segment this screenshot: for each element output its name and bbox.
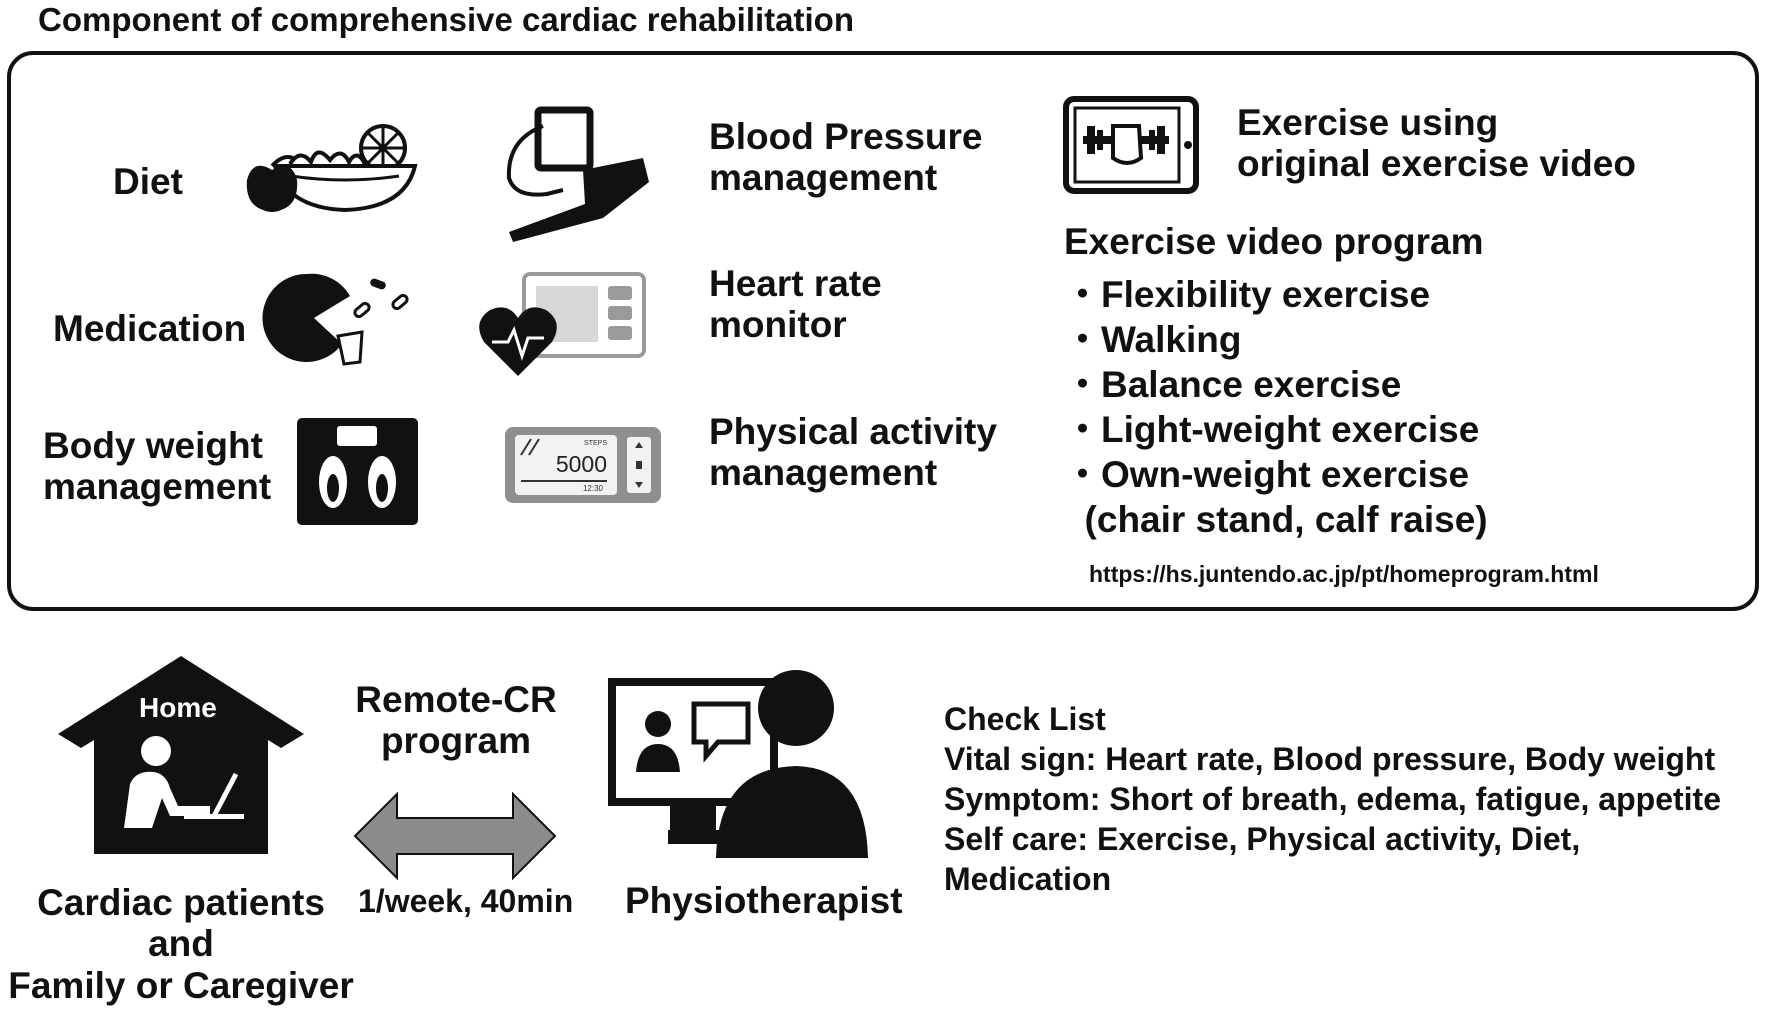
body-weight-line1: Body weight (43, 425, 263, 466)
medication-label: Medication (53, 308, 247, 349)
body-weight-label: Body weight management (43, 425, 271, 508)
blood-pressure-line1: Blood Pressure (709, 116, 983, 157)
physical-activity-label: Physical activity management (709, 411, 997, 494)
pedometer-count: 5000 (556, 451, 607, 477)
heart-rate-line2: monitor (709, 304, 847, 346)
program-item: (chair stand, calf raise) (1064, 499, 1488, 540)
frequency-label: 1/week, 40min (358, 883, 574, 919)
patients-line3: Family or Caregiver (8, 964, 354, 1006)
patients-label: Cardiac patients and Family or Caregiver (6, 882, 356, 1006)
program-item: ・Balance exercise (1064, 364, 1402, 405)
exercise-video-line1: Exercise using (1237, 102, 1499, 143)
pedometer-time: 12:30 (583, 484, 604, 493)
bidirectional-arrow-icon (353, 792, 557, 880)
exercise-video-label: Exercise using original exercise video (1237, 102, 1636, 185)
blood-pressure-line2: management (709, 157, 938, 199)
weight-scale-icon (297, 418, 418, 525)
checklist-line: Vital sign: Heart rate, Blood pressure, … (944, 741, 1716, 777)
blood-pressure-cuff-icon (506, 106, 649, 242)
remote-program-line2: program (380, 720, 532, 762)
checklist: Check List Vital sign: Heart rate, Blood… (944, 699, 1721, 899)
home-house-icon (58, 656, 304, 854)
heart-rate-monitor-icon (479, 272, 646, 376)
pedometer-steps-label: STEPS (584, 440, 607, 447)
physiotherapist-video-call-icon (608, 670, 868, 858)
remote-program-line1: Remote-CR (355, 679, 557, 720)
diet-label: Diet (113, 161, 183, 202)
program-item: ・Flexibility exercise (1064, 274, 1431, 315)
exercise-video-line2: original exercise video (1237, 143, 1636, 185)
program-heading: Exercise video program (1064, 221, 1484, 262)
checklist-line: Medication (944, 861, 1112, 897)
checklist-line: Symptom: Short of breath, edema, fatigue… (944, 781, 1721, 817)
body-weight-line2: management (43, 466, 272, 508)
apple-icon (246, 155, 298, 212)
program-item: ・Walking (1064, 319, 1242, 360)
program-url[interactable]: https://hs.juntendo.ac.jp/pt/homeprogram… (1089, 561, 1599, 587)
heart-rate-label: Heart rate monitor (709, 263, 882, 346)
home-label: Home (139, 692, 217, 723)
components-panel (7, 51, 1759, 611)
physiotherapist-label: Physiotherapist (625, 880, 903, 921)
program-list: ・Flexibility exercise ・Walking ・Balance … (1064, 272, 1488, 542)
physical-activity-line2: management (709, 452, 938, 494)
figure-title: Component of comprehensive cardiac rehab… (38, 1, 854, 38)
remote-program-title: Remote-CR program (343, 679, 569, 762)
blood-pressure-label: Blood Pressure management (709, 116, 982, 199)
program-item: ・Own-weight exercise (1064, 454, 1470, 495)
physical-activity-line1: Physical activity (709, 411, 997, 452)
heart-rate-line1: Heart rate (709, 263, 882, 304)
tablet-dumbbell-icon (1063, 96, 1199, 194)
patients-line2: and (148, 923, 214, 965)
program-item: ・Light-weight exercise (1064, 409, 1480, 450)
checklist-title: Check List (944, 701, 1106, 737)
pedometer-icon: STEPS 5000 12:30 (505, 427, 661, 503)
checklist-line: Self care: Exercise, Physical activity, … (944, 821, 1581, 857)
pill-mouth-icon (262, 273, 409, 366)
patients-line1: Cardiac patients (37, 882, 325, 923)
